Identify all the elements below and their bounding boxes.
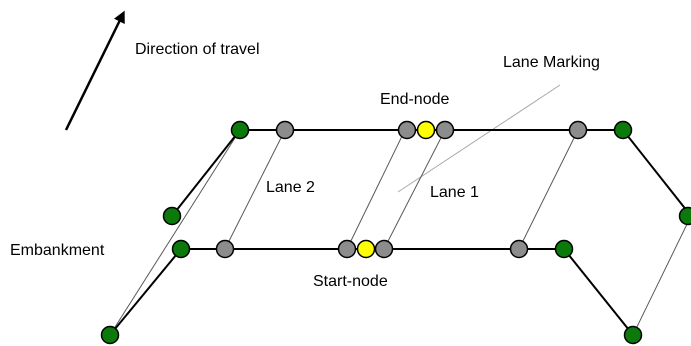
embankment-label: Embankment <box>10 242 105 259</box>
lane-1-label: Lane 1 <box>430 184 479 201</box>
gray-node <box>435 120 455 140</box>
lane-marking-label: Lane Marking <box>503 54 600 71</box>
thin-line <box>224 129 286 250</box>
thin-line <box>383 129 446 250</box>
thin-line <box>109 129 241 336</box>
green-node <box>171 239 191 259</box>
green-node <box>554 239 574 259</box>
green-node <box>623 325 643 345</box>
thin-lines <box>109 129 691 336</box>
thin-line <box>346 129 406 250</box>
nodes <box>100 120 691 345</box>
end-node-label: End-node <box>380 91 449 108</box>
end-node <box>416 120 436 140</box>
lane-2-label: Lane 2 <box>266 179 315 196</box>
gray-node <box>215 239 235 259</box>
right-embankment-lower <box>563 248 634 336</box>
left-embankment-lower <box>109 248 182 336</box>
green-node <box>613 120 633 140</box>
thin-line <box>632 215 691 336</box>
left-embankment-upper <box>171 129 241 217</box>
direction-arrow-icon <box>64 10 125 131</box>
right-embankment-upper <box>622 129 691 217</box>
thick-edges <box>109 129 691 336</box>
green-node <box>100 325 120 345</box>
gray-node <box>509 239 529 259</box>
green-node <box>162 206 182 226</box>
gray-node <box>374 239 394 259</box>
start-node-label: Start-node <box>313 273 388 290</box>
green-node <box>230 120 250 140</box>
gray-node <box>568 120 588 140</box>
lane-marking-pointer <box>397 84 561 193</box>
gray-node <box>397 120 417 140</box>
green-node <box>678 206 691 226</box>
gray-node <box>337 239 357 259</box>
gray-node <box>275 120 295 140</box>
direction-label: Direction of travel <box>135 41 260 58</box>
start-node <box>356 239 376 259</box>
thin-line <box>518 129 579 250</box>
